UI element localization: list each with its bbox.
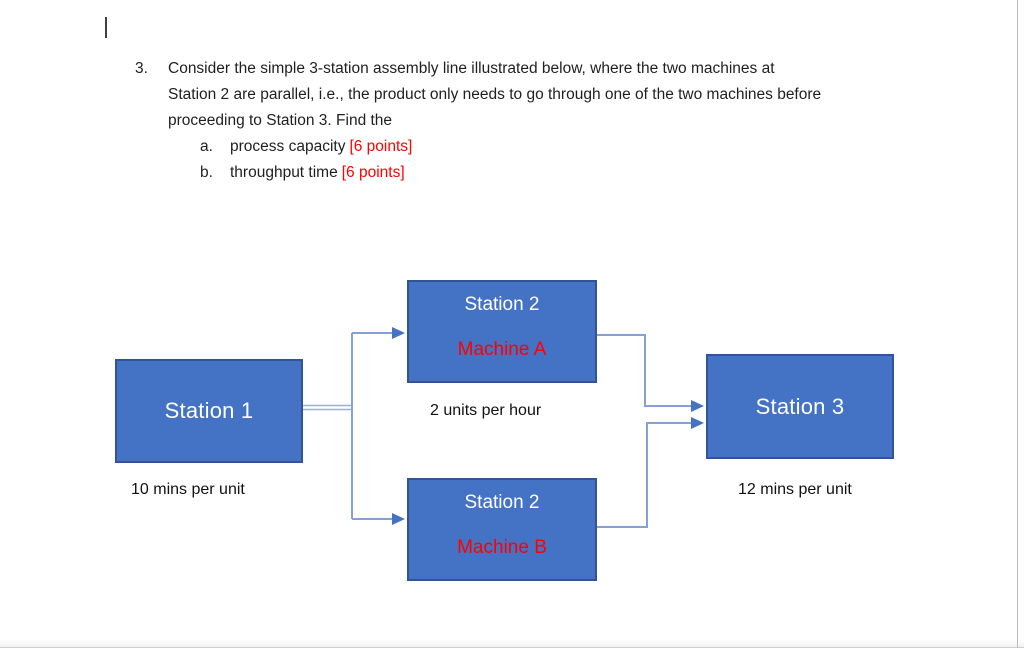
station3-label: Station 3 [755, 393, 845, 419]
arrow-to-machine-a [392, 327, 405, 339]
subitem-a-text: process capacity [230, 138, 346, 155]
station1-box[interactable]: Station 1 [115, 359, 303, 463]
subitem-b-marker: b. [200, 164, 213, 181]
station2-caption: 2 units per hour [430, 402, 542, 419]
question-line-2: Station 2 are parallel, i.e., the produc… [168, 86, 822, 103]
station3-box[interactable]: Station 3 [706, 354, 894, 459]
arrow-to-machine-b [392, 513, 405, 525]
subitem-a: a. process capacity [6 points] [200, 134, 915, 160]
arrow-b-to-station3 [691, 417, 704, 429]
station2-machine-b-box[interactable]: Station 2 Machine B [407, 478, 597, 581]
station1-caption: 10 mins per unit [131, 481, 245, 498]
station3-caption: 12 mins per unit [738, 481, 852, 498]
subitem-b-points: [6 points] [341, 164, 405, 181]
question-block: 3. Consider the simple 3-station assembl… [135, 56, 915, 186]
subitem-b-text: throughput time [230, 164, 338, 181]
machine-a-label: Machine A [457, 339, 547, 360]
page-right-edge [1017, 0, 1018, 648]
subitem-a-marker: a. [200, 138, 213, 155]
arrow-a-to-station3 [691, 400, 704, 412]
station2-machine-a-box[interactable]: Station 2 Machine A [407, 280, 597, 383]
subitem-b: b. throughput time [6 points] [200, 160, 915, 186]
question-text: Consider the simple 3-station assembly l… [168, 56, 915, 134]
station2a-label: Station 2 [464, 294, 540, 315]
question-line-3: proceeding to Station 3. Find the [168, 112, 393, 129]
question-line-1: Consider the simple 3-station assembly l… [168, 60, 775, 77]
page-bottom-edge [0, 647, 1024, 648]
station2b-label: Station 2 [464, 492, 540, 513]
question-number: 3. [135, 60, 148, 77]
subitem-a-points: [6 points] [349, 138, 413, 155]
text-cursor [105, 17, 107, 38]
station1-label: Station 1 [164, 398, 254, 423]
machine-b-label: Machine B [457, 537, 547, 558]
page-bottom-shadow [0, 639, 1024, 647]
